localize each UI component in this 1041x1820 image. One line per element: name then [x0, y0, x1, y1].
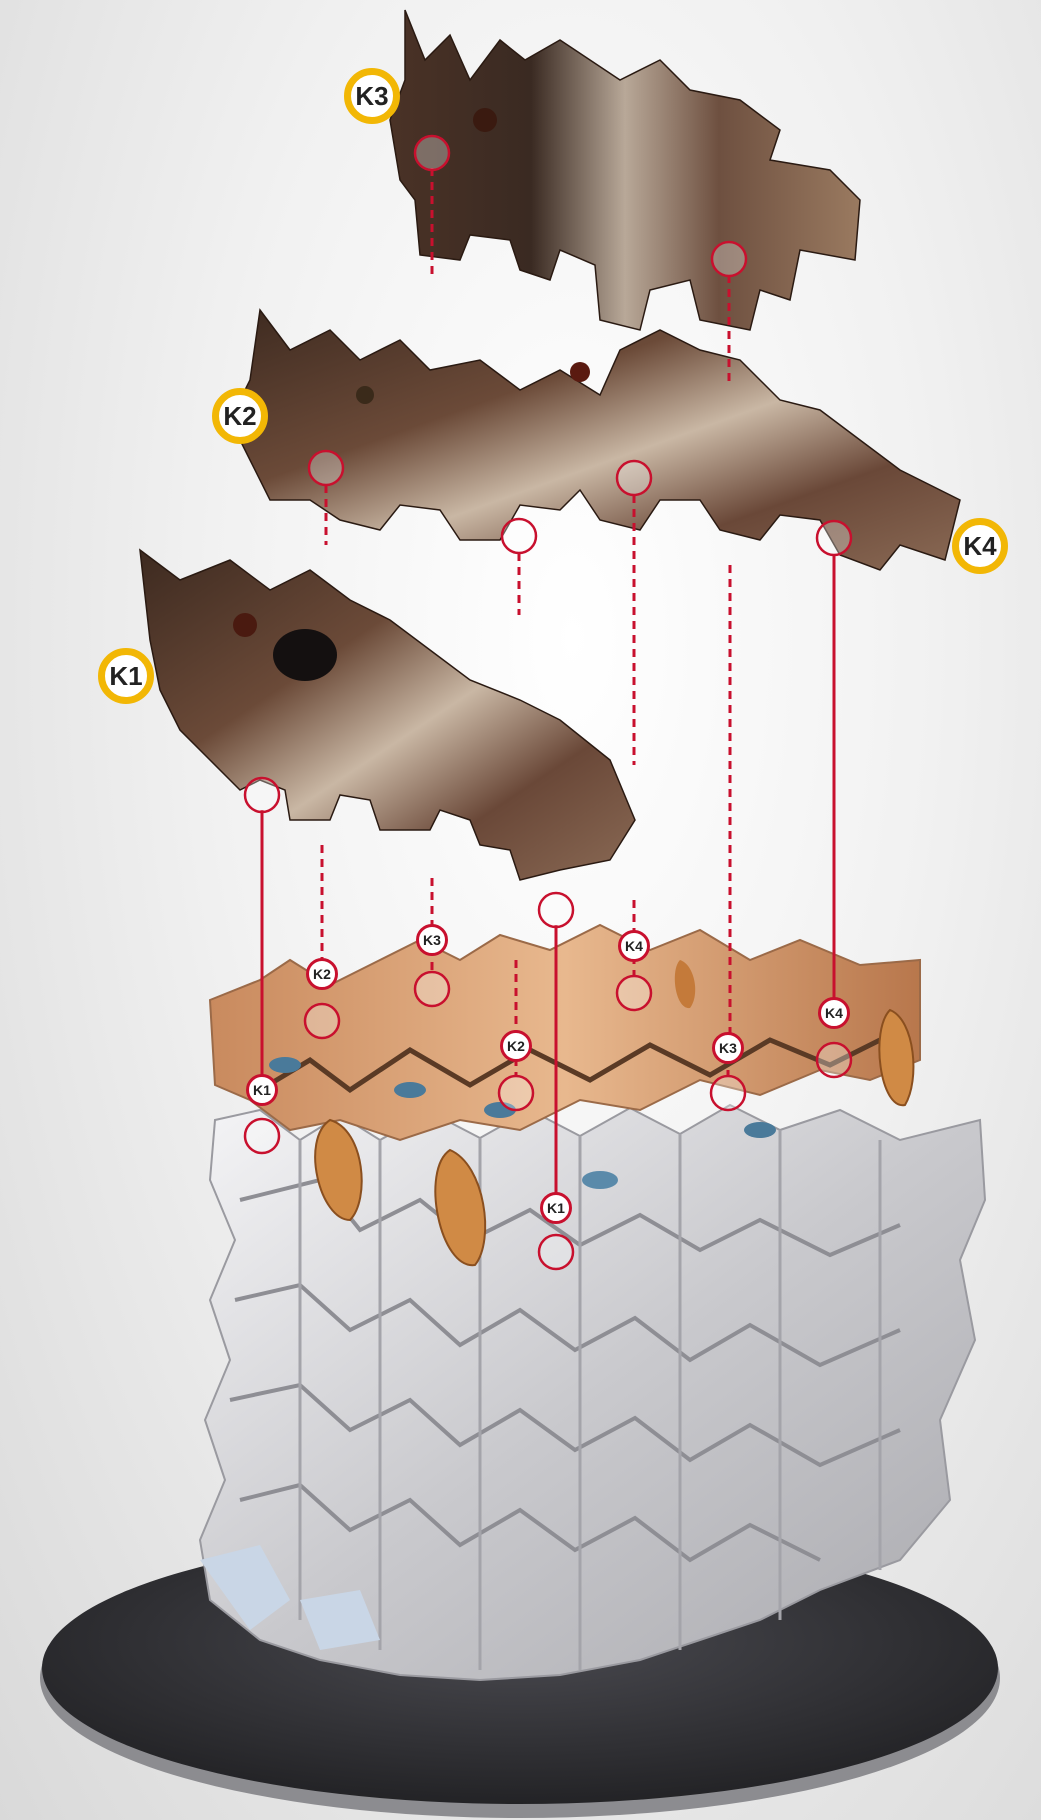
half-filled-circle-icon [615, 974, 653, 1012]
strip-label-k2: K2 [212, 388, 268, 444]
slot-label-k1-left: K1 [246, 1074, 278, 1106]
half-filled-circle-icon [303, 1002, 341, 1040]
half-filled-circle-icon [709, 1074, 747, 1112]
strip-k2 [229, 308, 961, 571]
strip-label-k1: K1 [98, 648, 154, 704]
half-filled-circle-icon [710, 240, 748, 278]
half-filled-circle-icon [615, 459, 653, 497]
slot-label-k2-left: K2 [306, 958, 338, 990]
half-filled-circle-icon [537, 891, 575, 929]
half-filled-circle-icon [815, 1041, 853, 1079]
half-filled-circle-icon [413, 134, 451, 172]
half-filled-circle-icon [413, 970, 451, 1008]
slot-label-k2-mid: K2 [500, 1030, 532, 1062]
half-filled-circle-icon [815, 519, 853, 557]
slot-markers [243, 134, 853, 1271]
slot-label-k4-right: K4 [818, 997, 850, 1029]
strip-label-k4: K4 [952, 518, 1008, 574]
half-filled-circle-icon [537, 1233, 575, 1271]
slot-label-k1-center: K1 [540, 1192, 572, 1224]
half-filled-circle-icon [500, 517, 538, 555]
strip-k1 [139, 548, 636, 881]
slot-label-k3-right: K3 [712, 1032, 744, 1064]
half-filled-circle-icon [497, 1074, 535, 1112]
half-filled-circle-icon [243, 776, 281, 814]
half-filled-circle-icon [243, 1117, 281, 1155]
half-filled-circle-icon [307, 449, 345, 487]
strip-k3 [389, 9, 861, 331]
slot-label-k4-mid: K4 [618, 930, 650, 962]
strip-label-k3: K3 [344, 68, 400, 124]
slot-label-k3-mid: K3 [416, 924, 448, 956]
